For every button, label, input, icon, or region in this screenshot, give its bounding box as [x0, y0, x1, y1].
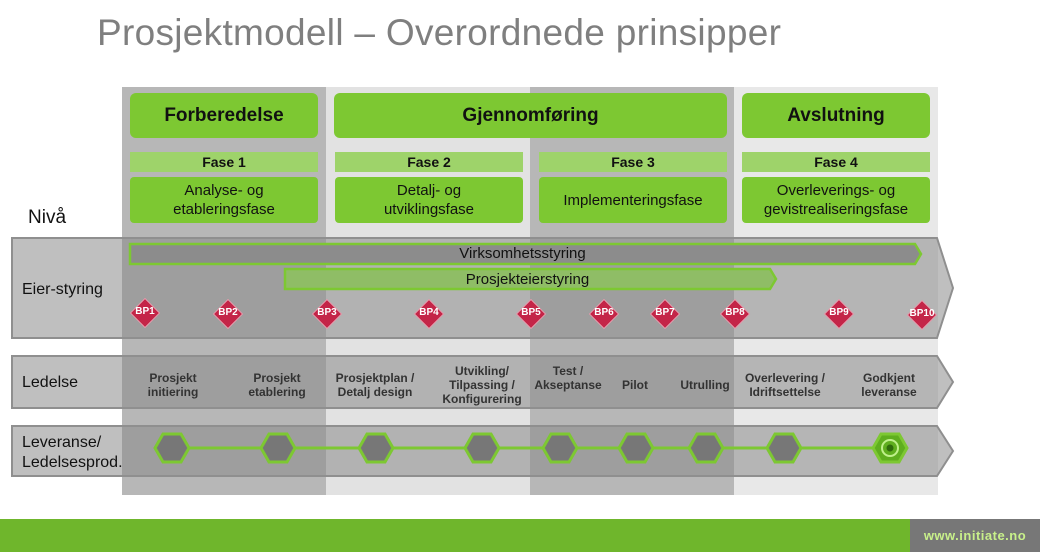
deliverable-hexagon: [357, 432, 395, 464]
row-arrow-management: [11, 355, 955, 409]
bar-project-owner: [283, 267, 778, 291]
decision-point-bp4: BP4: [413, 298, 445, 330]
page-title: Prosjektmodell – Overordnede prinsipper: [97, 12, 782, 53]
activity-text: Tilpassing /: [449, 378, 515, 392]
fase-label-3: Fase 3: [539, 152, 727, 172]
decision-point-label: BP8: [725, 307, 745, 318]
activity-test-akseptanse: Test /Akseptanse: [528, 364, 608, 392]
deliverable-hexagon: [541, 432, 579, 464]
row-label-owner: Eier-styring: [22, 281, 103, 298]
fase-label-4: Fase 4: [742, 152, 930, 172]
activity-overlevering: Overlevering /Idriftsettelse: [740, 371, 830, 399]
fase-box-text: Implementeringsfase: [563, 191, 703, 209]
fase-label-2: Fase 2: [335, 152, 523, 172]
bar-business: [128, 242, 923, 266]
decision-point-bp8: BP8: [719, 298, 751, 330]
phase-forberedelse: Forberedelse: [130, 93, 318, 138]
fase-box-4: Overleverings- og gevistrealiseringsfase: [742, 177, 930, 223]
decision-point-bp9: BP9: [823, 298, 855, 330]
deliverable-hexagon: [463, 432, 501, 464]
activity-text: etablering: [248, 385, 306, 399]
activity-utrulling: Utrulling: [674, 378, 736, 392]
deliverable-hexagon: [259, 432, 297, 464]
deliverable-hexagon: [153, 432, 191, 464]
phase-avslutning: Avslutning: [742, 93, 930, 138]
footer-url[interactable]: www.initiate.no: [910, 519, 1040, 552]
decision-point-bp5: BP5: [515, 298, 547, 330]
decision-point-bp3: BP3: [311, 298, 343, 330]
bar-project-owner-label: Prosjekteierstyring: [465, 271, 590, 288]
row-label-text: Leveranse/: [22, 434, 102, 451]
activity-text: Idriftsettelse: [749, 385, 821, 399]
activity-text: Prosjekt: [253, 371, 301, 385]
decision-point-bp6: BP6: [588, 298, 620, 330]
decision-point-bp1: BP1: [129, 297, 161, 329]
fase-box-text: gevistrealiseringsfase: [763, 201, 909, 218]
row-label-text: Ledelsesprod.: [22, 454, 123, 471]
deliverable-final-ring: [881, 439, 899, 457]
deliverable-hexagon: [617, 432, 655, 464]
fase-box-text: Overleverings- og: [776, 182, 896, 199]
phase-label: Forberedelse: [164, 104, 284, 126]
fase-box-text: etableringsfase: [173, 201, 275, 218]
level-label: Nivå: [28, 207, 67, 228]
activity-text: initiering: [147, 385, 199, 399]
decision-point-label: BP2: [218, 307, 238, 318]
fase-box-text: Analyse- og: [184, 182, 264, 199]
fase-label-1: Fase 1: [130, 152, 318, 172]
fase-box-3: Implementeringsfase: [539, 177, 727, 223]
deliverable-final-dot: [886, 444, 894, 452]
activity-text: Prosjektplan /: [335, 371, 415, 385]
activity-text: Detalj design: [337, 385, 413, 399]
fase-box-text: Detalj- og: [396, 182, 462, 199]
activity-text: Godkjent: [862, 371, 915, 385]
activity-text: Test /: [552, 364, 584, 378]
decision-point-bp10: BP10: [906, 299, 938, 331]
bar-business-label: Virksomhetsstyring: [459, 245, 586, 262]
activity-text: Akseptanse: [534, 378, 602, 392]
activity-prosjektplan: Prosjektplan /Detalj design: [330, 371, 420, 399]
decision-point-label: BP6: [594, 307, 614, 318]
fase-box-text: utviklingsfase: [383, 201, 475, 218]
fase-box-1: Analyse- og etableringsfase: [130, 177, 318, 223]
activity-text: Pilot: [622, 378, 648, 392]
activity-text: Utvikling/: [454, 364, 509, 378]
footer-bar: [0, 519, 910, 552]
decision-point-bp2: BP2: [212, 298, 244, 330]
decision-point-bp7: BP7: [649, 298, 681, 330]
deliverable-hexagon: [687, 432, 725, 464]
phase-label: Gjennomføring: [462, 104, 599, 126]
decision-point-label: BP10: [909, 308, 935, 319]
decision-point-label: BP4: [419, 307, 439, 318]
fase-box-2: Detalj- og utviklingsfase: [335, 177, 523, 223]
activity-text: leveranse: [861, 385, 917, 399]
activity-pilot: Pilot: [605, 378, 665, 392]
activity-text: Utrulling: [680, 378, 730, 392]
phase-gjennomforing: Gjennomføring: [334, 93, 727, 138]
decision-point-label: BP7: [655, 307, 675, 318]
row-label-deliverables: Leveranse/Ledelsesprod.: [22, 433, 123, 473]
row-label-management: Ledelse: [22, 374, 79, 391]
deliverable-hexagon: [765, 432, 803, 464]
decision-point-label: BP3: [317, 307, 337, 318]
activity-text: Konfigurering: [442, 392, 522, 406]
activity-utvikling: Utvikling/Tilpassing /Konfigurering: [437, 364, 527, 406]
decision-point-label: BP1: [135, 306, 155, 317]
decision-point-label: BP5: [521, 307, 541, 318]
phase-label: Avslutning: [787, 104, 885, 126]
activity-text: Overlevering /: [744, 371, 826, 385]
decision-point-label: BP9: [829, 307, 849, 318]
activity-text: Prosjekt: [149, 371, 197, 385]
